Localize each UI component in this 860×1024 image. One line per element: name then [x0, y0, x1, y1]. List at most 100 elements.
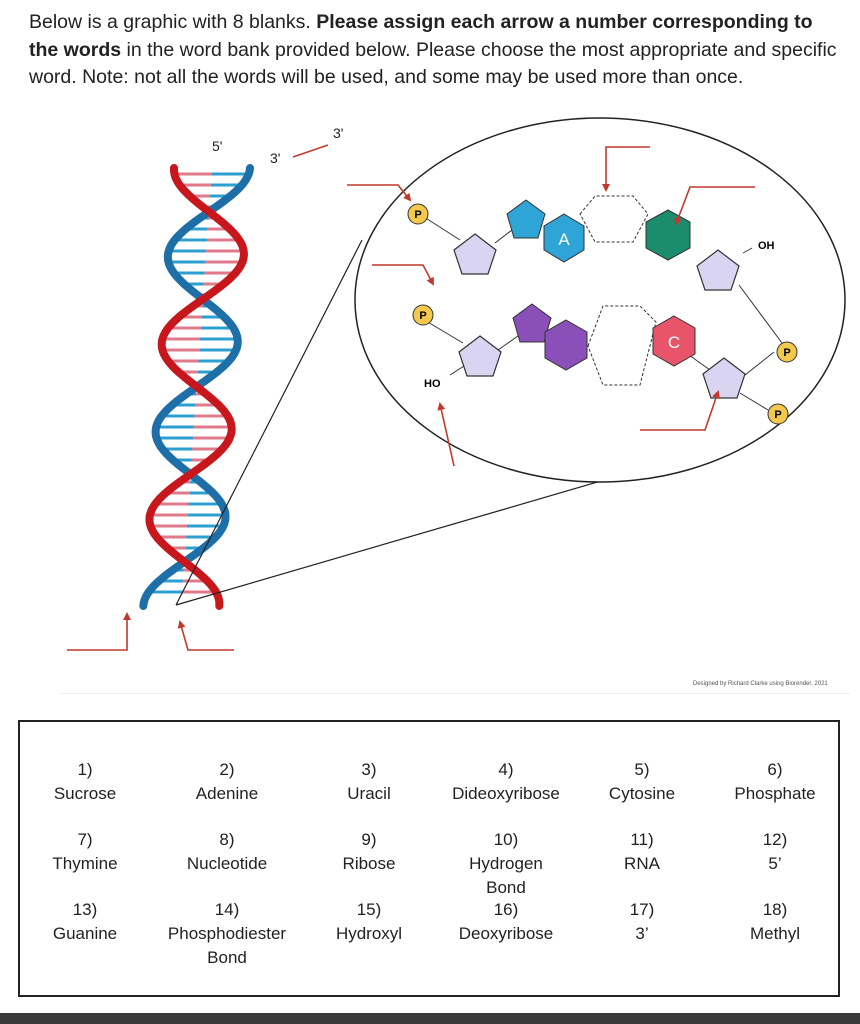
- instructions-text: Below is a graphic with 8 blanks. Please…: [29, 9, 839, 92]
- word-bank-word: Uracil: [347, 784, 391, 803]
- word-bank-number: 5): [634, 760, 650, 779]
- word-bank-item: 1)Sucrose: [54, 758, 116, 806]
- phosphate-group: P P P P: [407, 203, 798, 425]
- word-bank-item: 2) Adenine: [196, 758, 258, 806]
- word-bank-item: 8) Nucleotide: [187, 828, 267, 876]
- word-bank-word: Nucleotide: [186, 854, 268, 873]
- word-bank-word: 3’: [635, 924, 649, 943]
- word-bank-item: 11) RNA: [624, 828, 660, 876]
- word-bank-word: Ribose: [342, 854, 396, 873]
- blank-arrow-7: [67, 612, 131, 651]
- word-bank-word: Phosphodiester: [167, 924, 287, 943]
- phosphate-label-2: P: [419, 310, 426, 322]
- phosphate-circle-1: [407, 203, 429, 225]
- word-bank-word: Adenine: [195, 784, 259, 803]
- word-bank-number: 15): [356, 900, 382, 919]
- word-bank-item: 7) Thymine: [52, 828, 117, 876]
- purine-five-ring-bottom: [512, 303, 552, 343]
- hydroxyl-label-oh: OH: [758, 240, 775, 252]
- word-bank-item: 17)3’: [630, 898, 655, 946]
- adenine-label: A: [558, 230, 570, 249]
- blank-arrow-1: [347, 184, 412, 202]
- word-bank-number: 7): [77, 830, 93, 849]
- blank-arrow-5: [437, 402, 455, 467]
- word-bank-number: 8): [219, 830, 235, 849]
- figure-credit: Designed by Richard Clarke using Biorend…: [693, 681, 828, 687]
- word-bank-word: Deoxyribose: [458, 924, 554, 943]
- word-bank-item: 16) Deoxyribose: [459, 898, 554, 946]
- phosphate-label-3: P: [783, 347, 790, 359]
- cytosine-hexagon: [652, 315, 696, 367]
- blank-arrow-8: [177, 620, 234, 651]
- word-bank-word: Methyl: [749, 924, 801, 943]
- red-strand: [145, 164, 248, 610]
- word-bank-number: 18): [762, 900, 788, 919]
- word-bank-number: 16): [493, 900, 519, 919]
- word-bank-number: 14): [214, 900, 240, 919]
- word-bank-item: 18) Methyl: [750, 898, 800, 946]
- word-bank-word: Phosphate: [734, 784, 816, 803]
- word-bank-item: 12)5’: [763, 828, 788, 876]
- word-bank-number: 17): [629, 900, 655, 919]
- cytosine-label: C: [668, 333, 680, 352]
- zoom-ellipse: [354, 117, 846, 483]
- word-bank-item: 3) Uracil: [347, 758, 390, 806]
- sugar-pentagon-top-right: [696, 249, 740, 291]
- word-bank-item: 9) Ribose: [343, 828, 396, 876]
- sugar-pentagon-top-left: [453, 233, 497, 275]
- phosphate-label-1: P: [414, 209, 421, 221]
- word-bank-word: Bond: [486, 878, 526, 897]
- word-bank-word: Hydrogen: [469, 854, 543, 873]
- word-bank: 1)Sucrose 2) Adenine 3) Uracil 4) Dideoxyribos…: [18, 720, 840, 997]
- phosphate-circle-4: [767, 403, 789, 425]
- word-bank-word: Thymine: [52, 854, 118, 873]
- word-bank-number: 4): [498, 760, 514, 779]
- instructions-part1: Below is a graphic with 8 blanks.: [29, 11, 317, 33]
- blank-arrow-3: [602, 146, 650, 192]
- instructions-part2: in the word bank provided below. Please …: [29, 38, 837, 89]
- word-bank-number: 6): [767, 760, 783, 779]
- blank-arrow-6: [640, 390, 720, 431]
- hydroxyl-label-ho: HO: [424, 378, 441, 390]
- word-bank-item: 6) Phosphate: [734, 758, 815, 806]
- word-bank-item: 4) Dideoxyribose: [452, 758, 560, 806]
- word-bank-word: Guanine: [52, 924, 118, 943]
- three-prime-label-top: 3': [270, 150, 280, 166]
- word-bank-word: 5’: [768, 854, 782, 873]
- word-bank-word: Hydroxyl: [335, 924, 403, 943]
- five-prime-label: 5': [212, 138, 222, 154]
- bottom-bar: [0, 1013, 860, 1024]
- double-helix: [139, 164, 254, 610]
- word-bank-number: 10): [493, 830, 519, 849]
- word-bank-word: RNA: [624, 854, 660, 873]
- dna-figure: 5' 3' 3' A C: [67, 117, 846, 651]
- divider-line: [60, 693, 850, 694]
- word-bank-number: 3): [361, 760, 377, 779]
- word-bank-number: 2): [219, 760, 235, 779]
- three-prime-pointer-line: [292, 144, 329, 158]
- word-bank-word: Dideoxyribose: [452, 784, 560, 803]
- word-bank-item: 15) Hydroxyl: [336, 898, 402, 946]
- adenine-hexagon: [543, 213, 585, 263]
- word-bank-number: 13): [72, 900, 98, 919]
- word-bank-number: 12): [762, 830, 788, 849]
- phosphate-circle-3: [776, 341, 798, 363]
- word-bank-word: Bond: [207, 948, 247, 967]
- instructions-bold: Please assign each arrow a number corres…: [29, 11, 813, 61]
- sugar-pentagon-bottom-left: [458, 335, 502, 377]
- sugar-group: [453, 233, 746, 399]
- word-bank-item: 5) Cytosine: [609, 758, 675, 806]
- blank-arrow-2: [372, 264, 434, 286]
- purine-hexagon-bottom: [544, 319, 588, 371]
- word-bank-word: Sucrose: [53, 784, 117, 803]
- word-bank-number: 11): [630, 830, 654, 849]
- word-bank-word: Cytosine: [608, 784, 676, 803]
- three-prime-label-right: 3': [333, 125, 343, 141]
- word-bank-number: 9): [361, 830, 377, 849]
- blank-arrow-4: [674, 186, 755, 226]
- blank-arrows: [67, 146, 755, 651]
- purine-five-ring-top: [506, 199, 546, 239]
- phosphate-label-4: P: [774, 409, 781, 421]
